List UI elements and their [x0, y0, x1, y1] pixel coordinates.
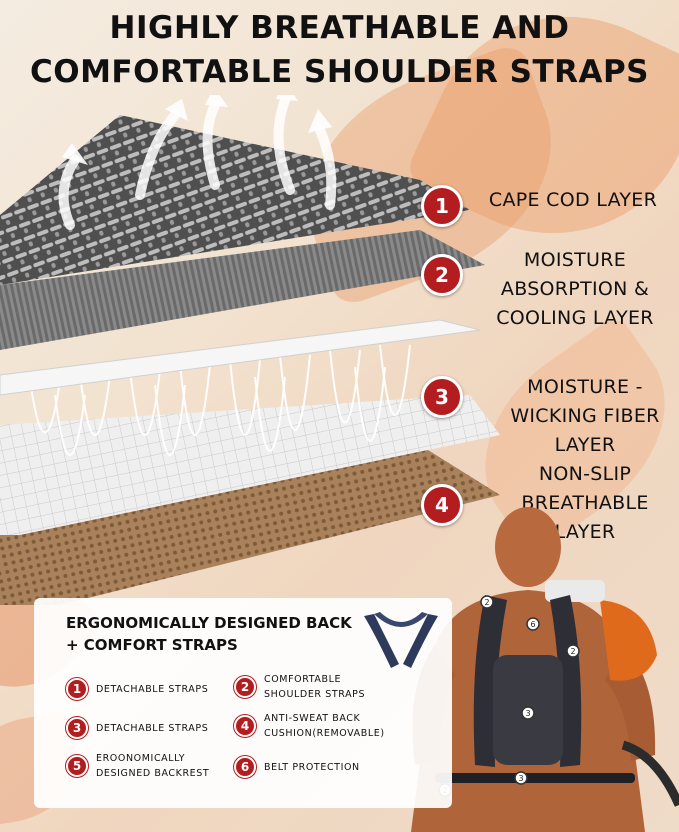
feature-1-text-line: DETACHABLE STRAPS — [96, 683, 209, 695]
feature-3-text-line: DETACHABLE STRAPS — [96, 722, 209, 734]
feature-4-text: ANTI-SWEAT BACK CUSHION(REMOVABLE) — [264, 711, 385, 741]
feature-2-badge: 2 — [234, 676, 256, 698]
shoulder-strap-right — [550, 595, 582, 767]
feature-6-text-line: BELT PROTECTION — [264, 761, 360, 773]
feature-5: 5 EROONOMICALLY DESIGNED BACKREST — [66, 751, 209, 781]
feature-2: 2 COMFORTABLE SHOULDER STRAPS — [234, 672, 365, 702]
shoulder-strap-left — [473, 595, 507, 767]
hip-belt — [435, 773, 635, 783]
feature-4-text-line: CUSHION(REMOVABLE) — [264, 728, 385, 739]
layer-3-label: MOISTURE - WICKING FIBER LAYER — [495, 373, 675, 460]
person-head — [495, 507, 561, 587]
layer-1-woven-sheet — [0, 115, 470, 285]
feature-2-text: COMFORTABLE SHOULDER STRAPS — [264, 672, 365, 702]
feature-6-text: BELT PROTECTION — [264, 760, 360, 775]
layer-3-label-line: LAYER — [554, 434, 616, 456]
layer-4-label-line: LAYER — [554, 521, 616, 543]
feature-5-text-line: EROONOMICALLY — [96, 753, 186, 764]
feature-6: 6 BELT PROTECTION — [234, 756, 360, 778]
layer-4-label: NON-SLIP BREATHABLE LAYER — [495, 460, 675, 547]
feature-1-badge: 1 — [66, 678, 88, 700]
layer-2-badge: 2 — [421, 254, 463, 296]
airflow-arrowheads — [62, 95, 332, 165]
airflow-arrows — [58, 95, 337, 230]
harness-callout-number: 6 — [530, 620, 535, 629]
layer-2-label-line: ABSORPTION & — [500, 278, 650, 300]
feature-5-text: EROONOMICALLY DESIGNED BACKREST — [96, 751, 209, 781]
harness-callout-number: 2 — [570, 647, 575, 656]
layer-3-fibers — [29, 344, 411, 456]
feature-2-text-line: SHOULDER STRAPS — [264, 689, 366, 700]
layer-2-label-line: MOISTURE — [523, 249, 627, 271]
harness-callout-number: 3 — [525, 709, 530, 718]
fabric-layers-illustration — [0, 95, 500, 605]
layer-4-label-line: BREATHABLE — [521, 492, 649, 514]
feature-4: 4 ANTI-SWEAT BACK CUSHION(REMOVABLE) — [234, 711, 385, 741]
layer-1-label-line: CAPE COD LAYER — [488, 189, 658, 211]
feature-3-badge: 3 — [66, 717, 88, 739]
layer-3-badge: 3 — [421, 376, 463, 418]
features-panel: ERGONOMICALLY DESIGNED BACK + COMFORT ST… — [34, 598, 452, 808]
features-panel-title: ERGONOMICALLY DESIGNED BACK + COMFORT ST… — [66, 612, 352, 656]
feature-5-badge: 5 — [66, 755, 88, 777]
detached-straps-image — [364, 612, 438, 668]
layer-3-top-sheet — [0, 319, 481, 396]
layer-2-ribbed-sheet — [0, 230, 485, 350]
feature-4-badge: 4 — [234, 715, 256, 737]
blower-engine — [545, 580, 605, 602]
feature-4-text-line: ANTI-SWEAT BACK — [264, 713, 361, 724]
layer-2-label: MOISTURE ABSORPTION & COOLING LAYER — [475, 246, 675, 333]
layer-1-badge: 1 — [421, 185, 463, 227]
page-title-line-1: HIGHLY BREATHABLE AND — [109, 10, 570, 46]
blower-shroud — [600, 600, 657, 681]
layer-3-label-line: WICKING FIBER — [510, 405, 660, 427]
feature-3: 3 DETACHABLE STRAPS — [66, 717, 208, 739]
blower-hose — [621, 740, 679, 807]
feature-3-text: DETACHABLE STRAPS — [96, 721, 208, 736]
layer-4-mesh-sheet — [0, 445, 500, 605]
feature-1-text: DETACHABLE STRAPS — [96, 682, 208, 697]
layer-4-badge: 4 — [421, 484, 463, 526]
feature-5-text-line: DESIGNED BACKREST — [96, 768, 210, 779]
layer-3-label-line: MOISTURE - — [527, 376, 643, 398]
features-panel-title-line-1: ERGONOMICALLY DESIGNED BACK — [66, 614, 352, 632]
page-title: HIGHLY BREATHABLE AND COMFORTABLE SHOULD… — [0, 6, 679, 94]
feature-1: 1 DETACHABLE STRAPS — [66, 678, 208, 700]
person-wearing-harness-illustration: 262332 — [411, 507, 679, 832]
layer-2-label-line: COOLING LAYER — [496, 307, 654, 329]
harness-callout-number: 2 — [484, 598, 489, 607]
layer-1-label: CAPE COD LAYER — [478, 186, 668, 215]
harness-callout-number: 3 — [518, 774, 523, 783]
layer-4-label-line: NON-SLIP — [538, 463, 632, 485]
feature-2-text-line: COMFORTABLE — [264, 674, 342, 685]
features-panel-title-line-2: + COMFORT STRAPS — [66, 636, 238, 654]
feature-6-badge: 6 — [234, 756, 256, 778]
page-title-line-2: COMFORTABLE SHOULDER STRAPS — [29, 54, 650, 90]
